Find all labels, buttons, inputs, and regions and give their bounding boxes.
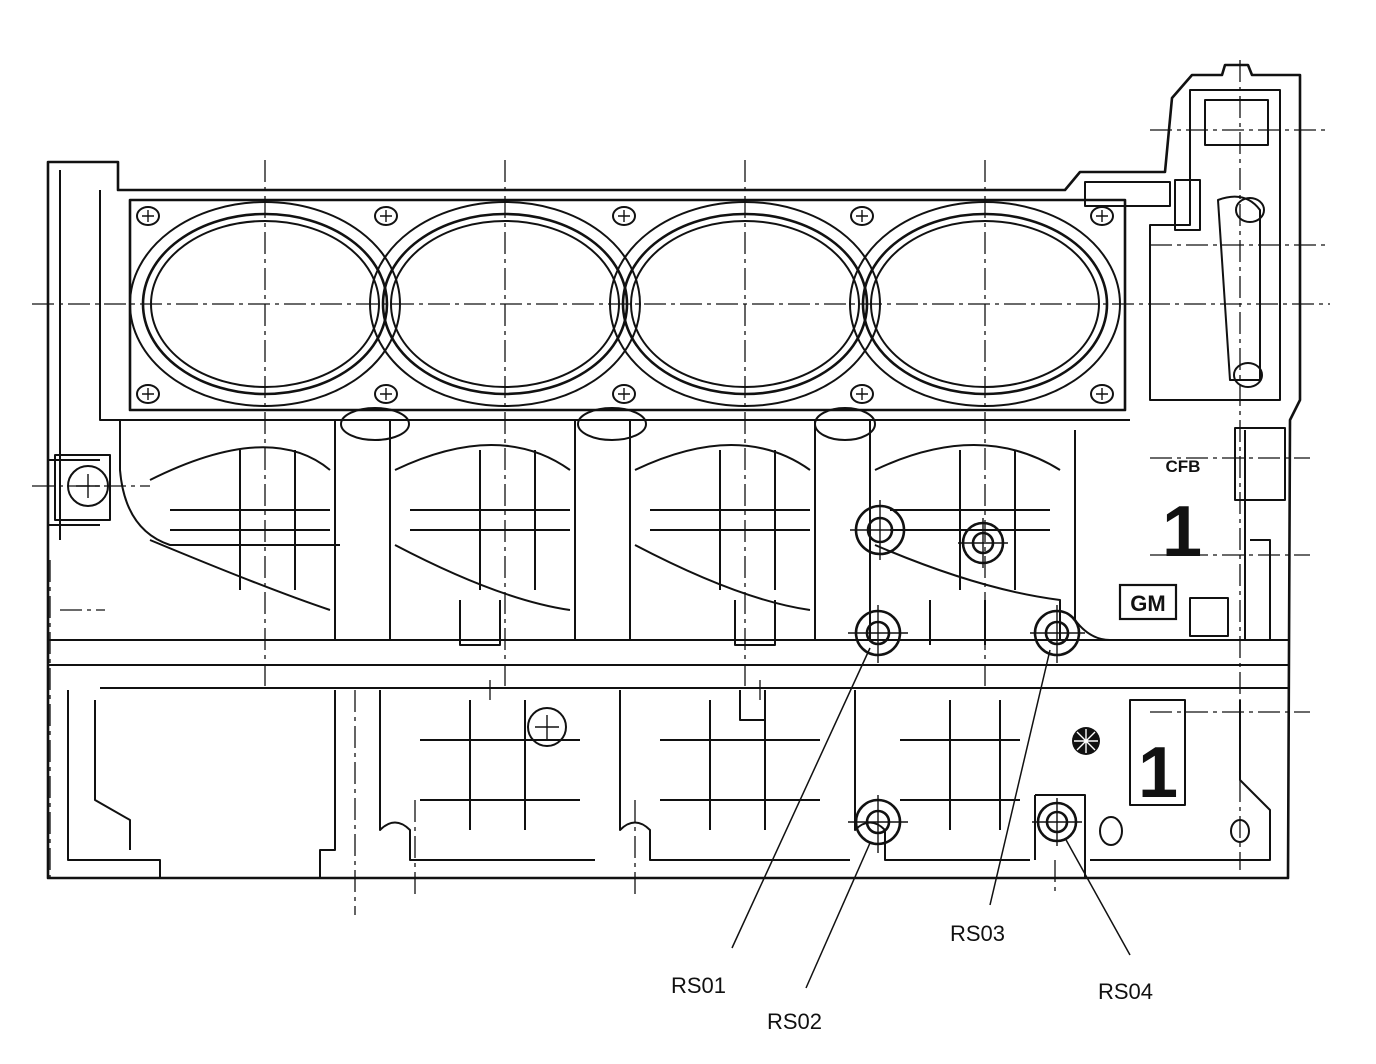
leader-rs03 <box>989 649 1051 906</box>
head-bolt-holes <box>136 206 1114 404</box>
callout-rs01: RS01 <box>671 973 726 998</box>
lower-skirt <box>67 690 1271 878</box>
rs03-boss <box>1030 605 1085 663</box>
rs04-boss <box>1032 798 1082 846</box>
timing-housing <box>1084 89 1286 641</box>
rs02-boss <box>848 795 908 853</box>
block-outline <box>46 63 1302 880</box>
block-number-bottom: 1 <box>1138 733 1178 813</box>
gm-emblem <box>1072 727 1100 755</box>
gm-logo: GM <box>1130 591 1165 616</box>
leader-rs02 <box>805 842 871 989</box>
block-number-top: 1 <box>1162 492 1202 572</box>
upper-boss-left <box>850 500 910 560</box>
callout-rs04: RS04 <box>1098 979 1153 1004</box>
crankcase-webs <box>54 407 1246 646</box>
cfb-code: CFB <box>1166 457 1201 476</box>
upper-boss-right <box>958 518 1008 568</box>
block-markings: CFB 1 GM 1 <box>1118 457 1202 813</box>
rs01-boss <box>848 605 908 663</box>
callout-leaders <box>731 647 1131 989</box>
callout-labels: RS01 RS02 RS03 RS04 <box>671 921 1153 1034</box>
head-gasket <box>128 198 1127 412</box>
callout-rs03: RS03 <box>950 921 1005 946</box>
leader-rs01 <box>731 647 871 949</box>
centerlines <box>32 60 1330 915</box>
leader-rs04 <box>1064 837 1131 956</box>
callout-rs02: RS02 <box>767 1009 822 1034</box>
